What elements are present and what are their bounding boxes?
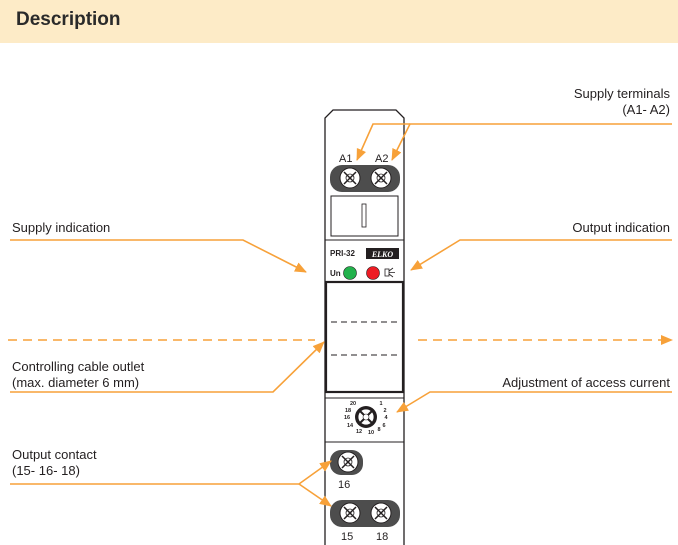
dial-scale: 20 1 18 2 16 4 14 6 12 10 8	[344, 401, 389, 436]
leader-supply-terminals-a2	[391, 123, 672, 161]
leader-supply-terminals-a1	[356, 123, 410, 161]
leader-cable-outlet	[10, 341, 325, 393]
adjustment-dial[interactable]	[355, 406, 377, 428]
dial-tick: 1	[379, 401, 382, 407]
relay-output-icon	[384, 267, 395, 278]
dial-tick: 10	[368, 430, 374, 436]
dial-tick: 2	[383, 408, 386, 414]
leader-output-indication	[410, 239, 672, 271]
dial-tick: 12	[356, 429, 362, 435]
label-output-contact-line2: (15- 16- 18)	[12, 463, 80, 478]
label-output-indication: Output indication	[572, 220, 670, 235]
terminal-15-label: 15	[341, 531, 353, 543]
dial-tick: 14	[347, 423, 354, 429]
screw-a1-icon	[339, 167, 361, 189]
section-header: Description	[0, 0, 678, 43]
label-supply-indication: Supply indication	[12, 220, 111, 235]
terminal-16-label: 16	[338, 479, 350, 491]
leader-lines	[8, 123, 673, 507]
dial-tick: 20	[350, 401, 356, 407]
dial-tick: 16	[344, 415, 350, 421]
screw-16-icon	[337, 451, 359, 473]
label-cable-outlet-line2: (max. diameter 6 mm)	[12, 375, 140, 390]
upper-window	[330, 195, 399, 237]
label-supply-terminals-line1: Supply terminals	[573, 86, 670, 101]
dial-tick: 18	[345, 408, 351, 414]
output-led-red	[366, 266, 380, 280]
dial-tick: 8	[377, 427, 380, 433]
leader-output-contact-15	[298, 483, 332, 507]
label-cable-outlet: Controlling cable outlet (max. diameter …	[12, 359, 144, 391]
dial-tick: 4	[384, 415, 388, 421]
terminal-18-label: 18	[376, 531, 388, 543]
label-output-contact: Output contact (15- 16- 18)	[12, 447, 97, 479]
leader-supply-indication	[10, 239, 307, 273]
screw-18-icon	[370, 502, 392, 524]
leader-output-contact-16	[10, 460, 332, 485]
un-label: Un	[330, 269, 341, 278]
brand-logo	[366, 248, 399, 259]
dial-tick: 6	[382, 423, 385, 429]
screw-a2-icon	[370, 167, 392, 189]
cable-outlet-window	[324, 280, 405, 394]
relay-device: A1 A2 PRI-32 ELKO Un	[324, 109, 405, 545]
supply-led-green	[343, 266, 357, 280]
section-title: Description	[16, 9, 121, 30]
terminal-a1-label: A1	[339, 153, 352, 165]
brand-logo-text: ELKO	[371, 250, 394, 259]
screw-15-icon	[339, 502, 361, 524]
leader-adjustment	[396, 391, 672, 413]
terminal-a2-label: A2	[375, 153, 388, 165]
label-supply-terminals-line2: (A1- A2)	[622, 102, 670, 117]
status-slot	[361, 203, 367, 228]
label-adjustment: Adjustment of access current	[502, 375, 670, 390]
label-supply-terminals: Supply terminals (A1- A2)	[574, 86, 670, 118]
label-cable-outlet-line1: Controlling cable outlet	[12, 359, 145, 374]
label-output-contact-line1: Output contact	[12, 447, 97, 462]
model-label: PRI-32	[330, 249, 355, 258]
